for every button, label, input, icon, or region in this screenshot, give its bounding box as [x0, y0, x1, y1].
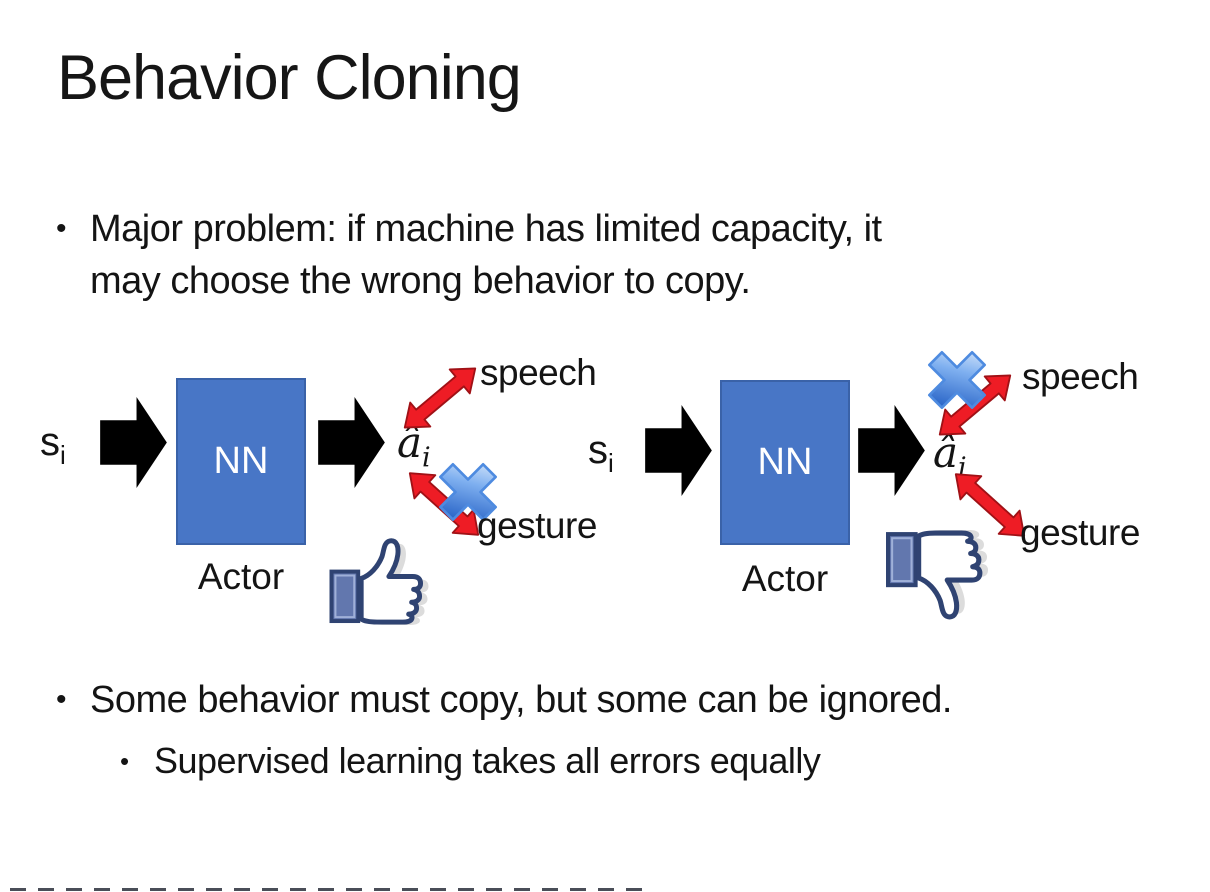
bullet-some-behavior-text: Some behavior must copy, but some can be…: [90, 679, 952, 721]
bullet-supervised-learning: • Supervised learning takes all errors e…: [116, 737, 1166, 785]
bullet-glyph: •: [56, 683, 67, 716]
left-input-arrow-icon: [100, 397, 167, 488]
thumbs-down-icon: [880, 528, 992, 628]
slide-title: Behavior Cloning: [57, 43, 522, 113]
bullet-major-problem-line2: may choose the wrong behavior to copy.: [90, 260, 751, 302]
bullet-glyph: •: [56, 212, 67, 245]
left-output-arrow-icon: [318, 397, 385, 488]
left-nn-box: NN: [176, 378, 306, 545]
right-gesture-label: gesture: [1020, 512, 1140, 553]
left-actor-label: Actor: [197, 556, 285, 597]
right-nn-box: NN: [720, 380, 850, 545]
right-cross-out-icon: [925, 348, 989, 412]
left-gesture-label: gesture: [477, 505, 597, 546]
bullet-glyph: •: [120, 746, 130, 776]
left-speech-label: speech: [480, 352, 597, 393]
right-state-label: si: [588, 428, 614, 478]
right-input-arrow-icon: [645, 405, 712, 496]
left-speech-arrow-icon: [393, 355, 487, 441]
bullet-supervised-learning-text: Supervised learning takes all errors equ…: [154, 740, 821, 781]
right-nn-label: NN: [757, 441, 813, 483]
thumbs-up-icon: [322, 530, 434, 627]
right-actor-label: Actor: [741, 558, 829, 599]
left-state-label: si: [40, 420, 66, 470]
bullet-major-problem-line1: Major problem: if machine has limited ca…: [90, 208, 882, 250]
bottom-cutoff-artifact: [10, 888, 650, 891]
bullet-some-behavior: • Some behavior must copy, but some can …: [52, 674, 1192, 726]
right-action-output-label: âi: [933, 428, 967, 484]
right-speech-label: speech: [1022, 356, 1139, 397]
right-output-arrow-icon: [858, 405, 925, 496]
bullet-major-problem: • Major problem: if machine has limited …: [52, 203, 1132, 307]
left-nn-label: NN: [213, 440, 269, 482]
